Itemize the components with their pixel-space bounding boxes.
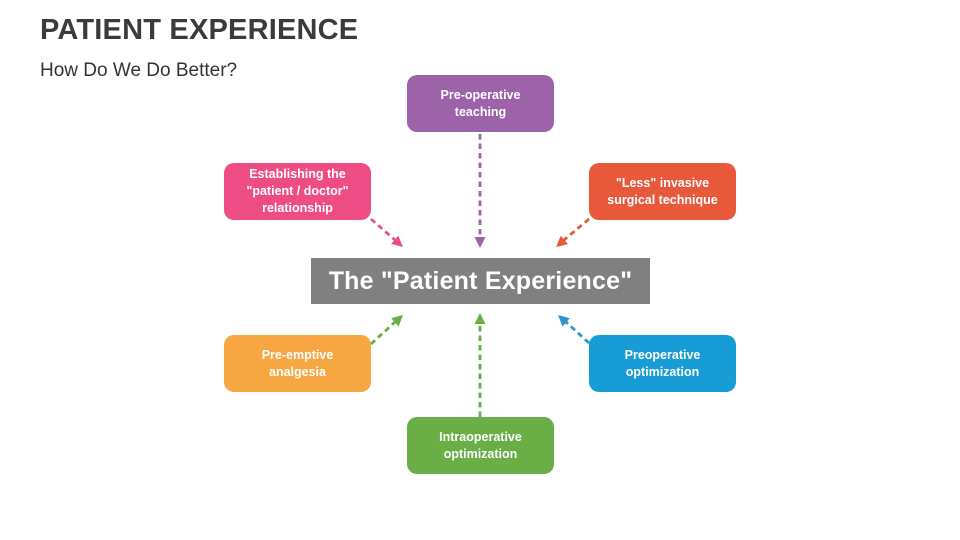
arrow-from-preoperative-optimization-head xyxy=(558,315,570,327)
center-node-label: The "Patient Experience" xyxy=(328,266,633,295)
slide-subtitle: How Do We Do Better? xyxy=(40,60,238,81)
arrow-from-pre-emptive-analgesia-head xyxy=(391,315,403,327)
arrow-from-less-invasive-technique-head xyxy=(556,235,568,247)
arrow-from-pre-emptive-analgesia-line xyxy=(370,320,396,346)
node-label: Intraoperative optimization xyxy=(439,429,522,461)
node-label: Pre-operative teaching xyxy=(440,87,521,119)
arrow-from-preoperative-optimization-line xyxy=(565,320,590,345)
node-pre-emptive-analgesia: Pre-emptive analgesia xyxy=(224,335,371,392)
node-label: Pre-emptive analgesia xyxy=(261,347,334,379)
arrow-from-establishing-relationship-head xyxy=(391,235,403,247)
node-less-invasive-technique: "Less" invasive surgical technique xyxy=(589,163,736,220)
node-label: "Less" invasive surgical technique xyxy=(607,175,718,207)
center-node: The "Patient Experience" xyxy=(311,258,650,304)
node-intraoperative-optimization: Intraoperative optimization xyxy=(407,417,554,474)
arrow-from-intraoperative-optimization-head xyxy=(474,313,486,324)
node-establishing-relationship: Establishing the "patient / doctor" rela… xyxy=(224,163,371,220)
node-label: Establishing the "patient / doctor" rela… xyxy=(246,167,349,215)
node-preoperative-optimization: Preoperative optimization xyxy=(589,335,736,392)
node-label: Preoperative optimization xyxy=(624,347,701,379)
node-pre-operative-teaching: Pre-operative teaching xyxy=(407,75,554,132)
arrow-from-establishing-relationship-line xyxy=(370,217,396,242)
slide-title: PATIENT EXPERIENCE xyxy=(40,14,359,46)
arrow-from-pre-operative-teaching-head xyxy=(474,237,486,248)
arrow-from-less-invasive-technique-line xyxy=(563,217,590,242)
